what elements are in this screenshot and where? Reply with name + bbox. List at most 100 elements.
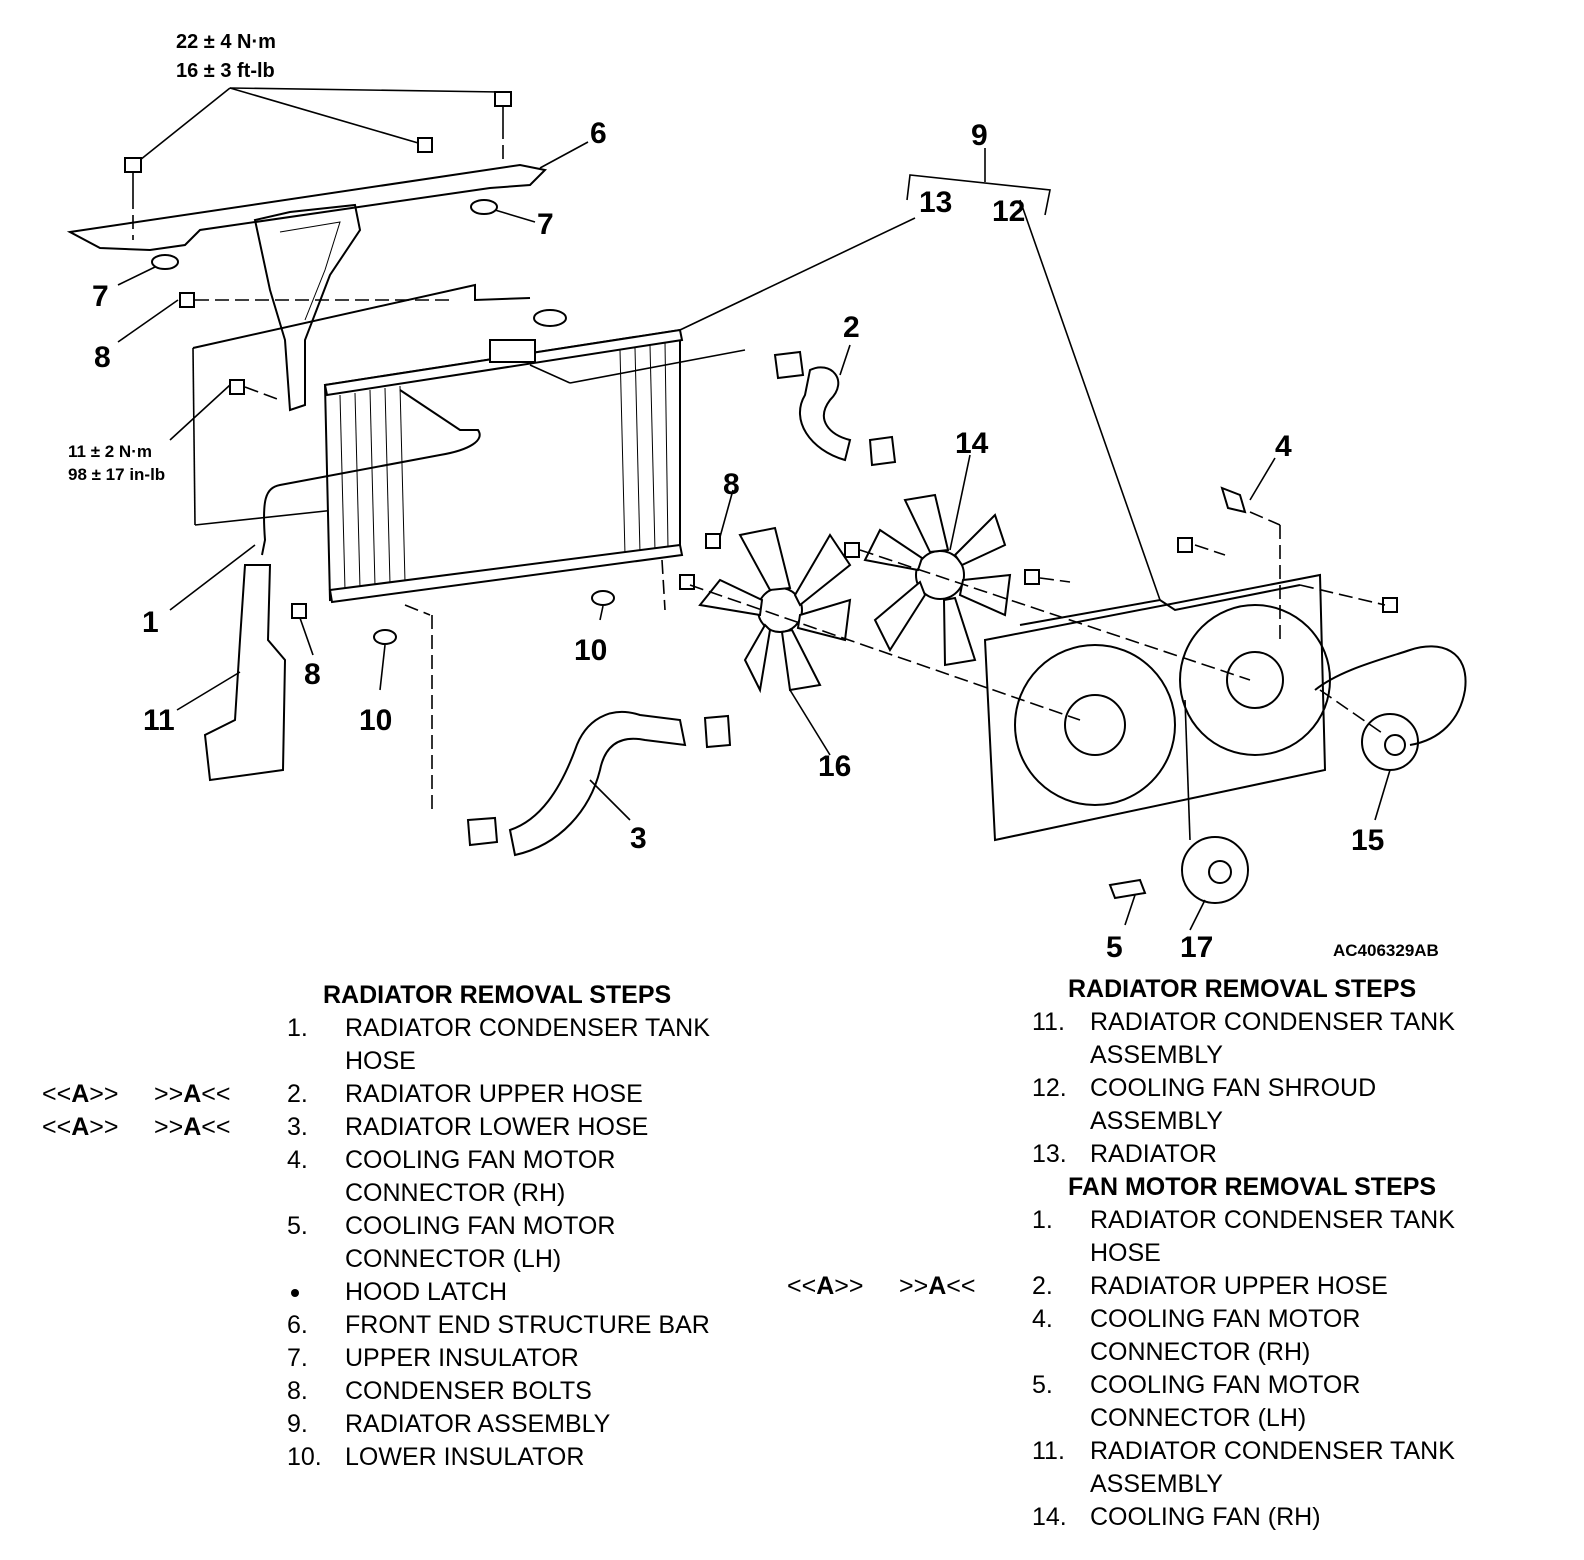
removal-reference bbox=[42, 1441, 154, 1474]
callout-6: 6 bbox=[590, 117, 607, 150]
step-item: 1.RADIATOR CONDENSER TANK HOSE bbox=[787, 1204, 1510, 1270]
removal-reference bbox=[42, 1342, 154, 1375]
step-label: UPPER INSULATOR bbox=[345, 1344, 579, 1372]
upper-insulator-icon bbox=[470, 199, 498, 215]
torque-leader-lines bbox=[139, 87, 501, 441]
step-reference bbox=[787, 1072, 1032, 1138]
step-reference bbox=[42, 1144, 287, 1210]
torque-spec-mid-inlb: 98 ± 17 in-lb bbox=[68, 465, 165, 484]
radiator-upper-hose bbox=[773, 344, 897, 467]
step-item: 12. COOLING FAN SHROUD ASSEMBLY bbox=[787, 1072, 1510, 1138]
step-label: RADIATOR CONDENSER TANK HOSE bbox=[345, 1014, 710, 1075]
step-item: HOOD LATCH bbox=[42, 1276, 765, 1309]
removal-reference bbox=[787, 1435, 899, 1501]
step-label: LOWER INSULATOR bbox=[345, 1443, 585, 1471]
step-number: 1. bbox=[287, 1014, 308, 1042]
step-number: 6. bbox=[287, 1311, 308, 1339]
step-reference bbox=[787, 1303, 1032, 1369]
step-item: 5.COOLING FAN MOTOR CONNECTOR (LH) bbox=[42, 1210, 765, 1276]
removal-reference bbox=[42, 1309, 154, 1342]
step-items: 1.RADIATOR CONDENSER TANK HOSE<<A>>>>A<<… bbox=[787, 1204, 1510, 1534]
radiator-removal-steps-left: RADIATOR REMOVAL STEPS 1.RADIATOR CONDEN… bbox=[42, 979, 765, 1474]
torque-spec-top-ftlb: 16 ± 3 ft-lb bbox=[176, 60, 275, 82]
step-reference bbox=[42, 1276, 287, 1309]
installation-reference bbox=[154, 1408, 287, 1441]
installation-reference bbox=[154, 1144, 287, 1210]
installation-reference bbox=[154, 1375, 287, 1408]
step-label: RADIATOR bbox=[1090, 1140, 1217, 1168]
cooling-fan-shroud bbox=[983, 199, 1331, 842]
upper-insulator-icon bbox=[151, 254, 179, 270]
bolt-icon bbox=[679, 574, 695, 590]
step-number: 12. bbox=[1032, 1074, 1067, 1102]
step-number: 13. bbox=[1032, 1140, 1067, 1168]
removal-reference bbox=[787, 1006, 899, 1072]
step-number: 4. bbox=[287, 1146, 308, 1174]
installation-reference: >>A<< bbox=[154, 1080, 231, 1108]
callout-12: 12 bbox=[992, 195, 1025, 228]
callout-11: 11 bbox=[143, 704, 175, 737]
removal-reference bbox=[787, 1138, 899, 1171]
step-items: 1. RADIATOR CONDENSER TANK HOSE <<A>>>>A<<… bbox=[42, 1012, 765, 1474]
assembly-bracket bbox=[679, 148, 1051, 331]
removal-reference bbox=[42, 1012, 154, 1078]
removal-reference bbox=[42, 1375, 154, 1408]
installation-reference bbox=[899, 1303, 1032, 1369]
condenser-tank bbox=[176, 564, 287, 782]
callout-4: 4 bbox=[1275, 430, 1292, 463]
torque-spec-top-nm: 22 ± 4 N·m bbox=[176, 31, 276, 53]
step-reference bbox=[42, 1408, 287, 1441]
removal-reference bbox=[787, 1501, 899, 1534]
step-label: FRONT END STRUCTURE BAR bbox=[345, 1311, 710, 1339]
radiator bbox=[323, 309, 746, 604]
step-label: COOLING FAN MOTOR CONNECTOR (RH) bbox=[345, 1146, 616, 1207]
installation-reference bbox=[899, 1369, 1032, 1435]
step-item: 1. RADIATOR CONDENSER TANK HOSE bbox=[42, 1012, 765, 1078]
installation-reference bbox=[899, 1435, 1032, 1501]
step-number: 9. bbox=[287, 1410, 308, 1438]
step-reference: <<A>>>>A<< bbox=[42, 1078, 287, 1111]
step-number: 5. bbox=[1032, 1371, 1053, 1399]
installation-reference bbox=[154, 1012, 287, 1078]
callout-17: 17 bbox=[1180, 931, 1213, 964]
callout-16: 16 bbox=[818, 750, 851, 783]
step-number: 7. bbox=[287, 1344, 308, 1372]
removal-reference bbox=[42, 1210, 154, 1276]
installation-reference bbox=[899, 1006, 1032, 1072]
step-reference bbox=[787, 1006, 1032, 1072]
installation-reference bbox=[899, 1501, 1032, 1534]
step-reference bbox=[42, 1210, 287, 1276]
removal-reference bbox=[787, 1303, 899, 1369]
fan-motor-heading: FAN MOTOR REMOVAL STEPS bbox=[1068, 1173, 1437, 1201]
removal-reference bbox=[787, 1369, 899, 1435]
callout-3: 3 bbox=[630, 822, 647, 855]
step-reference bbox=[42, 1012, 287, 1078]
step-label: RADIATOR UPPER HOSE bbox=[1090, 1272, 1388, 1300]
figure-id: AC406329AB bbox=[1333, 941, 1439, 960]
step-reference bbox=[787, 1204, 1032, 1270]
callout-7: 7 bbox=[537, 208, 554, 241]
removal-reference: <<A>> bbox=[787, 1272, 864, 1300]
step-item: <<A>>>>A<<3.RADIATOR LOWER HOSE bbox=[42, 1111, 765, 1144]
step-label: RADIATOR CONDENSER TANK ASSEMBLY bbox=[1090, 1008, 1455, 1069]
bullet-icon bbox=[291, 1289, 299, 1298]
callout-2: 2 bbox=[843, 311, 860, 344]
step-number: 11. bbox=[1032, 1437, 1065, 1465]
step-number: 8. bbox=[287, 1377, 308, 1405]
callout-9: 9 bbox=[971, 119, 988, 152]
step-label: RADIATOR UPPER HOSE bbox=[345, 1080, 643, 1108]
step-item: 13. RADIATOR bbox=[787, 1138, 1510, 1171]
step-number: 4. bbox=[1032, 1305, 1053, 1333]
installation-reference bbox=[899, 1072, 1032, 1138]
callout-13: 13 bbox=[919, 186, 952, 219]
cooling-fan-lh bbox=[698, 526, 852, 756]
step-label: COOLING FAN MOTOR CONNECTOR (LH) bbox=[345, 1212, 616, 1273]
removal-reference bbox=[42, 1408, 154, 1441]
fan-motor-rh bbox=[1314, 645, 1467, 821]
condenser-tank-hose bbox=[261, 389, 481, 556]
installation-reference bbox=[154, 1342, 287, 1375]
installation-reference bbox=[154, 1276, 287, 1309]
lower-insulator-icon bbox=[373, 629, 397, 645]
lower-insulator-icon bbox=[591, 590, 615, 606]
step-label: COOLING FAN SHROUD ASSEMBLY bbox=[1090, 1074, 1377, 1135]
